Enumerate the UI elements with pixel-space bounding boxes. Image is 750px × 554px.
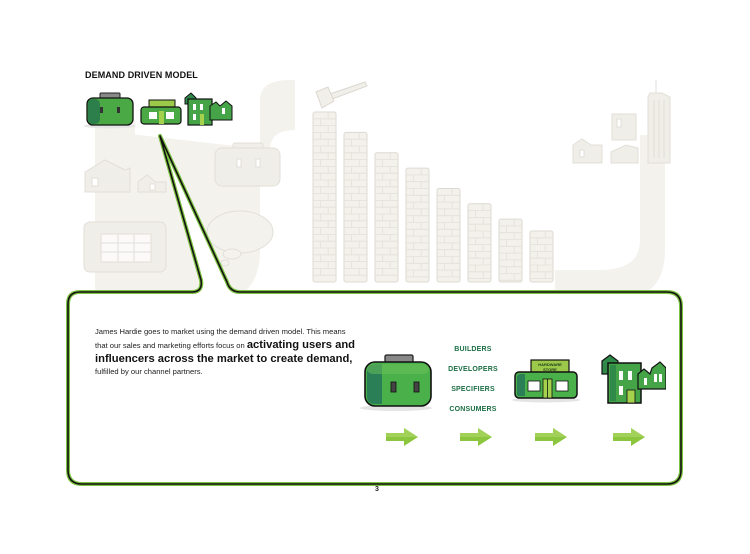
brick-stack xyxy=(405,167,430,283)
arrow-right-icon xyxy=(386,428,418,446)
audience-label: SPECIFIERS xyxy=(451,386,495,393)
callout-intro: James Hardie goes to market using the de… xyxy=(95,327,346,350)
speech-bubble-icon xyxy=(206,210,274,267)
hardware-store-icon: HARDWARE STORE xyxy=(512,358,580,403)
store-sign-line: STORE xyxy=(543,367,557,372)
brick-stacks xyxy=(312,111,554,283)
callout-outro: fulfilled by our channel partners. xyxy=(95,367,203,376)
store-sign: HARDWARE STORE xyxy=(531,362,569,372)
toolbox-icon xyxy=(214,142,281,187)
callout-emphasis: activating users and influencers across … xyxy=(95,339,356,365)
audience-label: DEVELOPERS xyxy=(448,366,498,373)
store-sign-line: HARDWARE xyxy=(538,362,562,367)
grid-panel-icon xyxy=(83,221,167,273)
background-j-shape xyxy=(555,135,665,300)
page-number: 3 xyxy=(375,486,379,493)
houses-icon xyxy=(572,113,639,164)
audience-label: BUILDERS xyxy=(454,346,492,353)
arrow-right-icon xyxy=(535,428,567,446)
arrow-right-icon xyxy=(613,428,645,446)
brick-stack xyxy=(467,203,492,283)
buildings-icon xyxy=(184,92,233,126)
buildings-icon xyxy=(601,354,666,404)
brick-stack xyxy=(374,152,399,283)
brick-stack xyxy=(498,218,523,283)
hardware-store-icon xyxy=(140,99,182,125)
brick-stack xyxy=(312,111,337,283)
skyscraper-icon xyxy=(647,80,671,164)
brick-stack xyxy=(436,188,461,283)
brick-stack xyxy=(529,230,554,283)
callout-description: James Hardie goes to market using the de… xyxy=(95,326,360,378)
page-title: DEMAND DRIVEN MODEL xyxy=(85,70,198,80)
toolbox-icon xyxy=(360,354,432,411)
toolbox-icon xyxy=(84,92,136,129)
header-icon-row xyxy=(84,92,233,129)
hammer-icon xyxy=(315,81,368,109)
arrow-right-icon xyxy=(460,428,492,446)
brick-stack xyxy=(343,131,368,283)
audience-label: CONSUMERS xyxy=(449,406,497,413)
houses-icon xyxy=(84,159,167,193)
